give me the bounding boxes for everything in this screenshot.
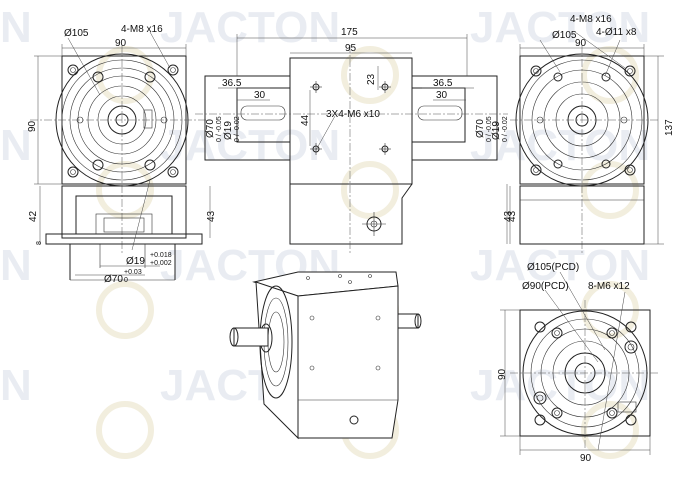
isometric-view [229, 271, 422, 440]
rear-hole-callout: 4-Ø11 x8 [596, 27, 637, 38]
watermark-fragment: N [0, 241, 32, 290]
side-shaft-left-tol: 0 / -0.02 [234, 116, 241, 142]
br-width-dim: 90 [580, 453, 592, 464]
watermark-fragment: N [0, 361, 32, 410]
rear-pilot-dia: Ø105 [552, 30, 577, 41]
side-lower-height-dim: 43 [503, 210, 514, 222]
watermark-fragment: N [0, 121, 32, 170]
front-shaft-tol-lower: +0.002 [150, 260, 172, 267]
side-tapped-callout: 3X4-M6 x10 [326, 109, 380, 120]
side-spigot-left: Ø70 [205, 119, 216, 138]
front-pilot-dia: Ø105 [64, 28, 89, 39]
br-height-dim: 90 [497, 368, 508, 380]
watermark-brand: JACTON [470, 241, 650, 290]
front-width-dim: 90 [115, 38, 127, 49]
front-lower-height-dim: 43 [206, 210, 217, 222]
side-shaft-ext-left: 36.5 [222, 78, 242, 89]
rear-bolt-callout: 4-M8 x16 [570, 14, 612, 25]
side-shaft-ext-right: 36.5 [433, 78, 453, 89]
front-shaft-dia: Ø19 [126, 256, 145, 267]
bottom-right-view: Ø105(PCD) Ø90(PCD) 8-M6 x12 90 90 [497, 262, 660, 464]
side-spigot-right: Ø70 [475, 119, 486, 138]
side-hole-spacing: 44 [300, 114, 311, 126]
front-view: Ø105 4-M8 x16 90 90 42 8 43 Ø19 +0.018 +… [27, 24, 217, 285]
rear-width-dim: 90 [575, 38, 587, 49]
front-spigot-tol-upper: +0.03 [124, 269, 142, 276]
side-shaft-right: Ø19 [491, 121, 502, 140]
side-spigot-right-tol: 0 / -0.05 [486, 116, 493, 142]
watermark-text: JACTON JACTON JACTON JACTON JACTON JACTO… [0, 3, 650, 410]
side-overall-length: 175 [341, 27, 358, 38]
front-height-dim: 90 [27, 120, 38, 132]
br-tapped-callout: 8-M6 x12 [588, 281, 630, 292]
front-spigot-tol-lower: 0 [124, 277, 128, 284]
watermark-brand: JACTON [470, 361, 650, 410]
side-shaft-right-tol: 0 / -0.02 [502, 116, 509, 142]
front-base-height-dim: 42 [28, 210, 39, 222]
watermark-brand: JACTON [470, 121, 650, 170]
side-hole-offset: 23 [366, 73, 377, 85]
br-pcd-outer: Ø105(PCD) [527, 262, 579, 273]
rear-view: 4-M8 x16 Ø105 90 4-Ø11 x8 137 43 [507, 14, 675, 255]
side-key-left: 30 [254, 90, 266, 101]
front-shaft-tol-upper: +0.018 [150, 252, 172, 259]
side-shaft-left: Ø19 [223, 121, 234, 140]
side-spigot-left-tol: 0 / -0.05 [216, 116, 223, 142]
rear-lower-height-dim: 43 [507, 210, 518, 222]
front-flange-thickness-dim: 8 [36, 241, 43, 245]
front-bolt-callout: 4-M8 x16 [121, 24, 163, 35]
watermark-brand: JACTON [160, 3, 340, 52]
br-pcd-inner: Ø90(PCD) [522, 281, 569, 292]
side-body-length: 95 [345, 43, 357, 54]
watermark-fragment: N [0, 3, 32, 52]
front-spigot-dia: Ø70 [104, 274, 123, 285]
watermark-brand: JACTON [470, 3, 650, 52]
side-view: 175 95 36.5 30 36.5 30 23 44 3X4-M6 x10 … [195, 27, 514, 255]
side-key-right: 30 [436, 90, 448, 101]
rear-height-dim: 137 [664, 119, 675, 136]
